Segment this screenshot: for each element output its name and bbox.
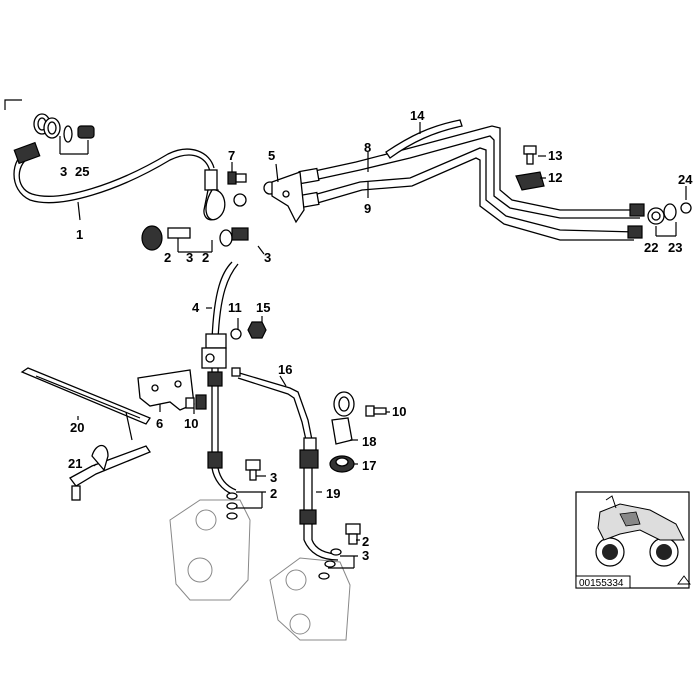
brake-hose-19 bbox=[299, 449, 341, 561]
leader-line bbox=[4, 99, 22, 110]
callout-2-mid: 2 bbox=[202, 250, 209, 265]
banjo-bolts-lower-left bbox=[226, 459, 261, 520]
washer-11-nut-15 bbox=[230, 321, 267, 340]
callout-10-right: 10 bbox=[392, 404, 406, 419]
callout-3-top-left: 3 bbox=[60, 164, 67, 179]
brake-caliper-right-ghost bbox=[269, 557, 351, 641]
callout-24: 24 bbox=[678, 172, 693, 187]
callout-20: 20 bbox=[70, 420, 84, 435]
callout-17: 17 bbox=[362, 458, 376, 473]
callout-11: 11 bbox=[228, 300, 242, 315]
washer-group-top-left bbox=[33, 113, 95, 155]
protective-sleeve-14 bbox=[385, 119, 463, 159]
callout-2-lower-left: 2 bbox=[270, 486, 277, 501]
banjo-bolts-lower-right bbox=[318, 523, 361, 580]
callout-3-mid-right: 3 bbox=[264, 250, 271, 265]
callout-6: 6 bbox=[156, 416, 163, 431]
callout-19: 19 bbox=[326, 486, 340, 501]
leader-lines bbox=[77, 122, 687, 569]
grommet-and-bolt-middle bbox=[141, 225, 249, 253]
brake-hose-1 bbox=[13, 141, 219, 221]
callout-21: 21 bbox=[68, 456, 82, 471]
motorcycle-thumbnail: 00155334 bbox=[575, 491, 691, 589]
bolt-10-right bbox=[365, 405, 387, 417]
callout-23: 23 bbox=[668, 240, 682, 255]
bracket-5 bbox=[271, 171, 305, 224]
callout-8: 8 bbox=[364, 140, 371, 155]
callout-14: 14 bbox=[410, 108, 425, 123]
brake-line-16 bbox=[231, 367, 317, 453]
thumbnail-code: 00155334 bbox=[579, 578, 624, 589]
brake-caliper-left-ghost bbox=[169, 499, 251, 601]
callout-labels: 3 25 1 7 5 8 9 14 13 12 24 22 23 2 3 2 3… bbox=[60, 108, 693, 563]
fittings-22-23-24 bbox=[647, 202, 692, 237]
callout-15: 15 bbox=[256, 300, 270, 315]
callout-3-mid-left: 3 bbox=[186, 250, 193, 265]
warning-triangle-icon bbox=[677, 575, 691, 585]
brake-lines-8-9 bbox=[298, 125, 645, 241]
callout-9: 9 bbox=[364, 201, 371, 216]
bracket-6 bbox=[137, 369, 207, 411]
bolt-7 bbox=[227, 171, 247, 185]
callout-3-lower-right: 3 bbox=[362, 548, 369, 563]
callout-18: 18 bbox=[362, 434, 376, 449]
holder-18 bbox=[331, 391, 355, 445]
callout-4: 4 bbox=[192, 300, 200, 315]
callout-16: 16 bbox=[278, 362, 292, 377]
grommet-17 bbox=[329, 455, 355, 473]
callout-1: 1 bbox=[76, 227, 83, 242]
callout-2-mid-left: 2 bbox=[164, 250, 171, 265]
callout-2-lower-right: 2 bbox=[362, 534, 369, 549]
callout-22: 22 bbox=[644, 240, 658, 255]
clip-21 bbox=[69, 444, 151, 501]
callout-12: 12 bbox=[548, 170, 562, 185]
cable-tie-20 bbox=[20, 367, 151, 441]
bolt-13 bbox=[523, 145, 537, 165]
callout-3-lower-left: 3 bbox=[270, 470, 277, 485]
brake-hose-4 bbox=[201, 261, 239, 495]
callout-7: 7 bbox=[228, 148, 235, 163]
callout-5: 5 bbox=[268, 148, 275, 163]
clip-12 bbox=[515, 171, 545, 191]
callout-10-left: 10 bbox=[184, 416, 198, 431]
callout-25: 25 bbox=[75, 164, 89, 179]
callout-13: 13 bbox=[548, 148, 562, 163]
